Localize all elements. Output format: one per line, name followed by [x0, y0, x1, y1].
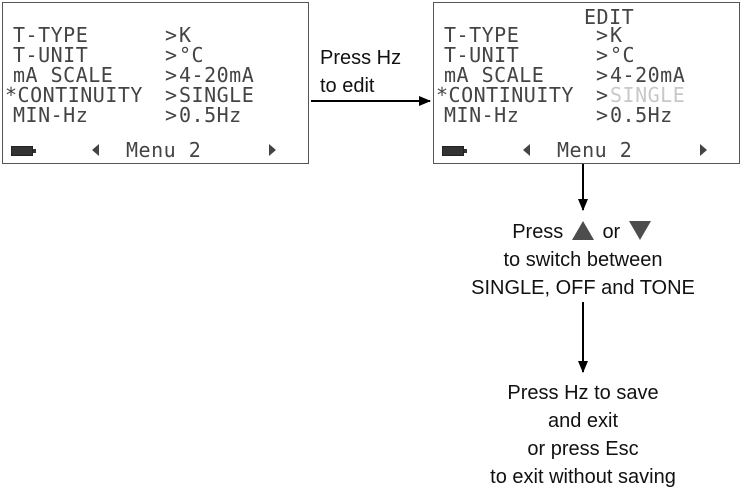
lcd-display-before: T-TYPE > K T-UNIT > °C mA SCALE > 4-20mA… [2, 2, 309, 164]
row-key: MIN-Hz [444, 103, 520, 127]
row-value: 4-20mA [179, 63, 255, 87]
row-value-highlighted: SINGLE [610, 83, 686, 107]
row-sep: > [596, 103, 609, 127]
row-value: K [179, 23, 192, 47]
lcd-row-continuity: *CONTINUITY > SINGLE [5, 85, 254, 105]
row-key: T-UNIT [444, 43, 520, 67]
press-text: Press [512, 221, 564, 243]
menu-right-arrow-icon [269, 144, 276, 156]
row-sep: > [596, 63, 609, 87]
lcd-display-edit: EDIT T-TYPE > K T-UNIT > °C mA SCALE > 4… [433, 2, 740, 164]
step-switch-label: Press or to switch between SINGLE, OFF a… [433, 218, 733, 302]
menu-label: Menu 2 [557, 138, 633, 162]
lcd-row-t-unit: T-UNIT > °C [13, 45, 204, 65]
step-edit-label: Press Hz to edit [320, 44, 401, 100]
row-key: mA SCALE [444, 63, 545, 87]
row-sep: > [165, 23, 178, 47]
menu-right-arrow-icon [700, 144, 707, 156]
menu-label: Menu 2 [126, 138, 202, 162]
battery-icon [11, 146, 36, 156]
row-key: *CONTINUITY [5, 83, 143, 107]
row-key: T-TYPE [444, 23, 520, 47]
row-key: T-TYPE [13, 23, 89, 47]
menu-left-arrow-icon [523, 144, 530, 156]
up-triangle-icon [571, 221, 594, 240]
row-key: T-UNIT [13, 43, 89, 67]
down-triangle-icon [628, 221, 651, 240]
row-key: mA SCALE [13, 63, 114, 87]
row-sep: > [596, 23, 609, 47]
row-value: K [610, 23, 623, 47]
lcd-row-min-hz: MIN-Hz > 0.5Hz [13, 105, 241, 125]
step-switch-line3: SINGLE, OFF and TONE [471, 277, 695, 299]
or-text: or [602, 221, 621, 243]
step-save-line4: to exit without saving [490, 466, 676, 488]
step-save-line3: or press Esc [527, 438, 639, 460]
lcd-row-ma-scale: mA SCALE > 4-20mA [444, 65, 685, 85]
row-sep: > [165, 83, 178, 107]
step-edit-line2: to edit [320, 75, 375, 97]
row-sep: > [165, 63, 178, 87]
step-edit-line1: Press Hz [320, 47, 402, 69]
row-value: °C [610, 43, 636, 67]
row-sep: > [165, 103, 178, 127]
row-value: 4-20mA [610, 63, 686, 87]
row-sep: > [596, 83, 609, 107]
row-sep: > [165, 43, 178, 67]
step-save-line2: and exit [547, 410, 619, 432]
lcd-row-ma-scale: mA SCALE > 4-20mA [13, 65, 254, 85]
step-switch-line2: to switch between [503, 249, 663, 271]
lcd-row-t-type: T-TYPE > K [13, 25, 191, 45]
row-sep: > [596, 43, 609, 67]
edit-indicator: EDIT [584, 5, 635, 29]
row-value: °C [179, 43, 205, 67]
row-value: SINGLE [179, 83, 255, 107]
step-save-label: Press Hz to save and exit or press Esc t… [443, 379, 723, 491]
menu-left-arrow-icon [92, 144, 99, 156]
step-switch-line1: Press or [433, 218, 733, 246]
step-save-line1: Press Hz to save [507, 382, 659, 404]
lcd-row-t-unit: T-UNIT > °C [444, 45, 635, 65]
row-value: 0.5Hz [179, 103, 242, 127]
row-key: MIN-Hz [13, 103, 89, 127]
battery-icon [442, 146, 467, 156]
lcd-row-continuity: *CONTINUITY > SINGLE [436, 85, 685, 105]
lcd-row-t-type: T-TYPE > K [444, 25, 622, 45]
row-key: *CONTINUITY [436, 83, 574, 107]
lcd-row-min-hz: MIN-Hz > 0.5Hz [444, 105, 672, 125]
row-value: 0.5Hz [610, 103, 673, 127]
